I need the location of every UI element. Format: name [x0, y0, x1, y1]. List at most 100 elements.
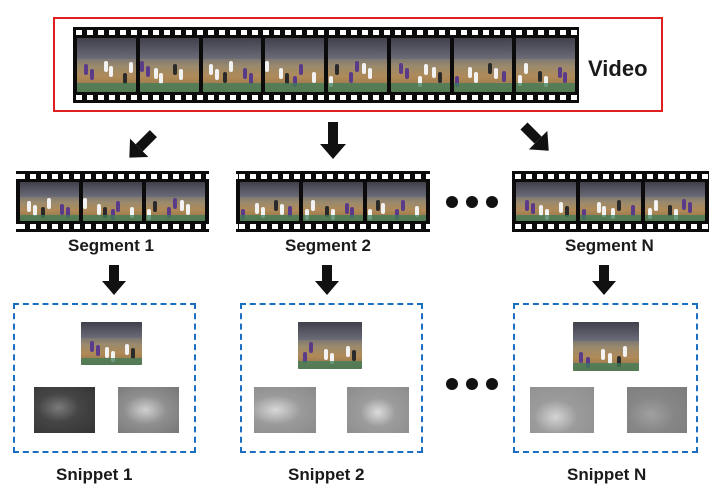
player-figure: [557, 67, 562, 79]
video-frame-thumbnail: [453, 38, 513, 92]
player-figure: [166, 206, 171, 218]
video-frame-thumbnail: [240, 182, 300, 221]
arrow-segment-2-to-snippet-2: [315, 265, 339, 295]
player-figure: [305, 208, 310, 220]
arrow-video-to-segment-1: [129, 130, 157, 158]
player-figure: [687, 202, 692, 214]
player-figure: [401, 200, 406, 212]
snippet-1-rgb-frame: [81, 322, 142, 365]
player-figure: [330, 353, 335, 365]
player-figure: [229, 60, 233, 72]
video-frame-thumbnail: [580, 182, 641, 221]
player-figure: [474, 72, 479, 84]
player-figure: [131, 348, 136, 360]
player-figure: [280, 203, 285, 215]
player-figure: [354, 60, 359, 72]
player-figure: [309, 342, 314, 354]
player-figure: [367, 209, 372, 221]
snippet-n-box: [513, 303, 698, 453]
player-figure: [46, 198, 51, 210]
player-figure: [414, 205, 419, 217]
player-figure: [334, 64, 339, 76]
player-figure: [418, 75, 423, 87]
film-perforations-bottom: [236, 224, 430, 229]
player-figure: [152, 201, 157, 213]
player-figure: [173, 64, 178, 76]
player-figure: [110, 209, 115, 221]
player-figure: [381, 203, 386, 215]
player-figure: [585, 356, 590, 368]
video-frame-thumbnail: [328, 38, 387, 92]
video-frame-thumbnail: [202, 38, 262, 92]
arrow-video-to-segment-2: [320, 122, 346, 159]
player-figure: [66, 207, 71, 219]
video-frame-thumbnail: [644, 182, 705, 221]
video-box: [53, 17, 663, 112]
player-figure: [302, 352, 307, 364]
player-figure: [537, 70, 542, 82]
player-figure: [531, 203, 536, 215]
snippet-2-rgb-frame: [298, 322, 362, 369]
player-figure: [623, 345, 628, 357]
snippet-2-label: Snippet 2: [288, 465, 365, 484]
film-perforations-bottom: [512, 224, 709, 229]
film-perforations-top: [73, 30, 579, 35]
player-figure: [647, 207, 652, 219]
player-figure: [110, 351, 115, 363]
player-figure: [602, 205, 607, 217]
player-figure: [180, 200, 185, 212]
player-figure: [404, 68, 409, 80]
player-figure: [104, 347, 109, 359]
player-figure: [375, 199, 380, 211]
player-figure: [348, 72, 353, 84]
player-figure: [123, 73, 128, 85]
arrow-segment-n-to-snippet-n: [592, 265, 616, 295]
player-figure: [298, 64, 303, 76]
player-figure: [325, 205, 330, 217]
player-figure: [324, 348, 329, 360]
player-figure: [616, 199, 621, 211]
snippet-1-label: Snippet 1: [56, 465, 133, 484]
snippet-1-flow-y-image: [118, 387, 179, 433]
player-figure: [209, 64, 214, 76]
player-figure: [96, 203, 101, 215]
player-figure: [630, 205, 635, 216]
player-figure: [248, 73, 253, 85]
player-figure: [178, 69, 183, 81]
player-figure: [493, 68, 498, 80]
video-frame-thumbnail: [366, 182, 426, 221]
film-perforations-bottom: [16, 224, 209, 229]
player-figure: [596, 202, 601, 214]
player-figure: [329, 75, 334, 87]
segment-1-label: Segment 1: [68, 236, 154, 255]
player-figure: [344, 203, 349, 215]
player-figure: [130, 206, 135, 218]
player-figure: [454, 75, 459, 87]
player-figure: [292, 75, 297, 87]
player-figure: [26, 201, 31, 213]
player-figure: [260, 206, 265, 218]
video-frame-thumbnail: [303, 182, 363, 221]
player-figure: [601, 348, 606, 360]
snippet-1-flow-x-image: [34, 387, 95, 433]
player-figure: [242, 68, 247, 80]
player-figure: [362, 63, 367, 75]
player-figure: [311, 200, 316, 212]
snippets-ellipsis: [446, 378, 502, 392]
player-figure: [153, 68, 158, 80]
player-figure: [254, 203, 259, 215]
video-frame-thumbnail: [139, 38, 199, 92]
film-perforations-top: [16, 174, 209, 179]
arrow-segment-1-to-snippet-1: [102, 265, 126, 295]
player-figure: [565, 205, 570, 217]
player-figure: [215, 69, 220, 81]
player-figure: [432, 67, 437, 79]
player-figure: [109, 65, 114, 77]
player-figure: [116, 201, 121, 213]
player-figure: [96, 345, 101, 357]
video-frame-thumbnail: [146, 182, 205, 221]
player-figure: [501, 70, 506, 82]
player-figure: [487, 63, 492, 75]
player-figure: [159, 73, 164, 85]
player-figure: [559, 202, 564, 214]
